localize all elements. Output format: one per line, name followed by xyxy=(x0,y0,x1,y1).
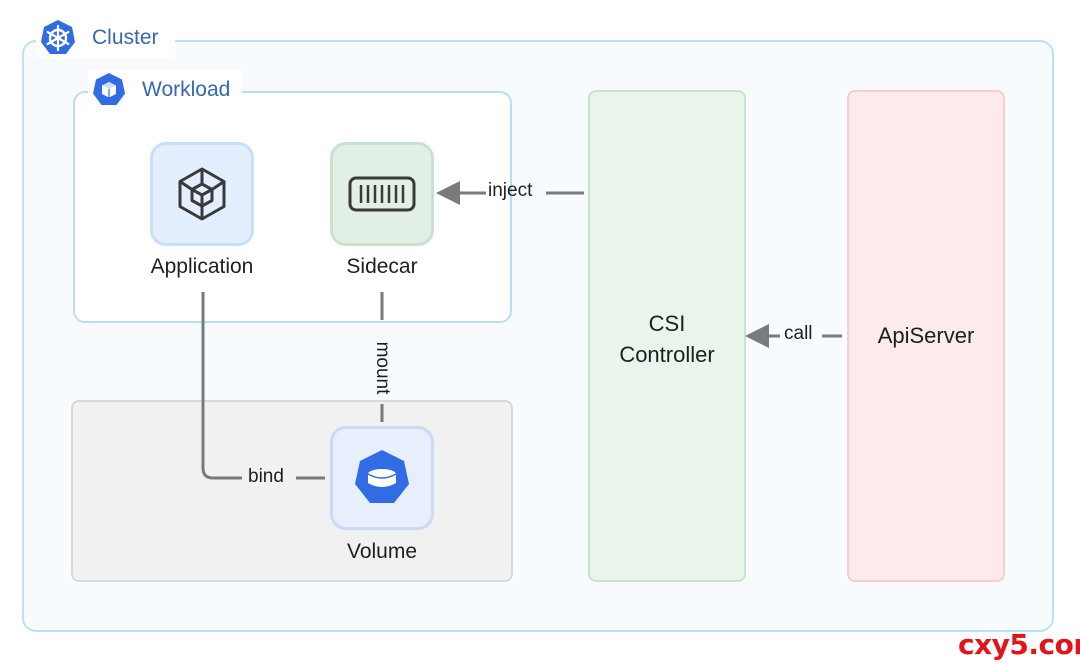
application-node xyxy=(150,142,254,246)
api-server-box xyxy=(847,90,1005,582)
cube-icon xyxy=(178,167,226,221)
sidecar-label: Sidecar xyxy=(346,255,418,278)
sidecar-node xyxy=(330,142,434,246)
bind-connector xyxy=(201,292,242,480)
csi-controller-box xyxy=(588,90,746,582)
csi-controller-line2: Controller xyxy=(619,342,715,367)
kubernetes-pod-icon xyxy=(93,73,125,105)
application-label: Application xyxy=(150,255,254,278)
storage-container xyxy=(71,400,513,582)
volume-node xyxy=(330,426,434,530)
bind-edge-label: bind xyxy=(248,466,284,487)
watermark: cxy5.com xyxy=(958,628,1080,661)
csi-controller-label: CSI Controller xyxy=(588,308,746,370)
api-server-label: ApiServer xyxy=(877,323,975,348)
volume-label: Volume xyxy=(346,540,418,563)
workload-label: Workload xyxy=(142,78,231,101)
mount-edge-label: mount xyxy=(372,341,393,395)
call-edge-label: call xyxy=(784,323,813,344)
workload-header: Workload xyxy=(88,70,243,110)
kubernetes-helm-icon xyxy=(41,20,75,54)
cluster-label: Cluster xyxy=(92,26,159,49)
csi-controller-line1: CSI xyxy=(648,311,686,336)
cluster-header: Cluster xyxy=(36,18,175,58)
volume-disk-icon xyxy=(355,450,409,503)
container-icon xyxy=(348,176,416,212)
workload-container xyxy=(73,91,512,323)
inject-edge-label: inject xyxy=(488,180,533,201)
